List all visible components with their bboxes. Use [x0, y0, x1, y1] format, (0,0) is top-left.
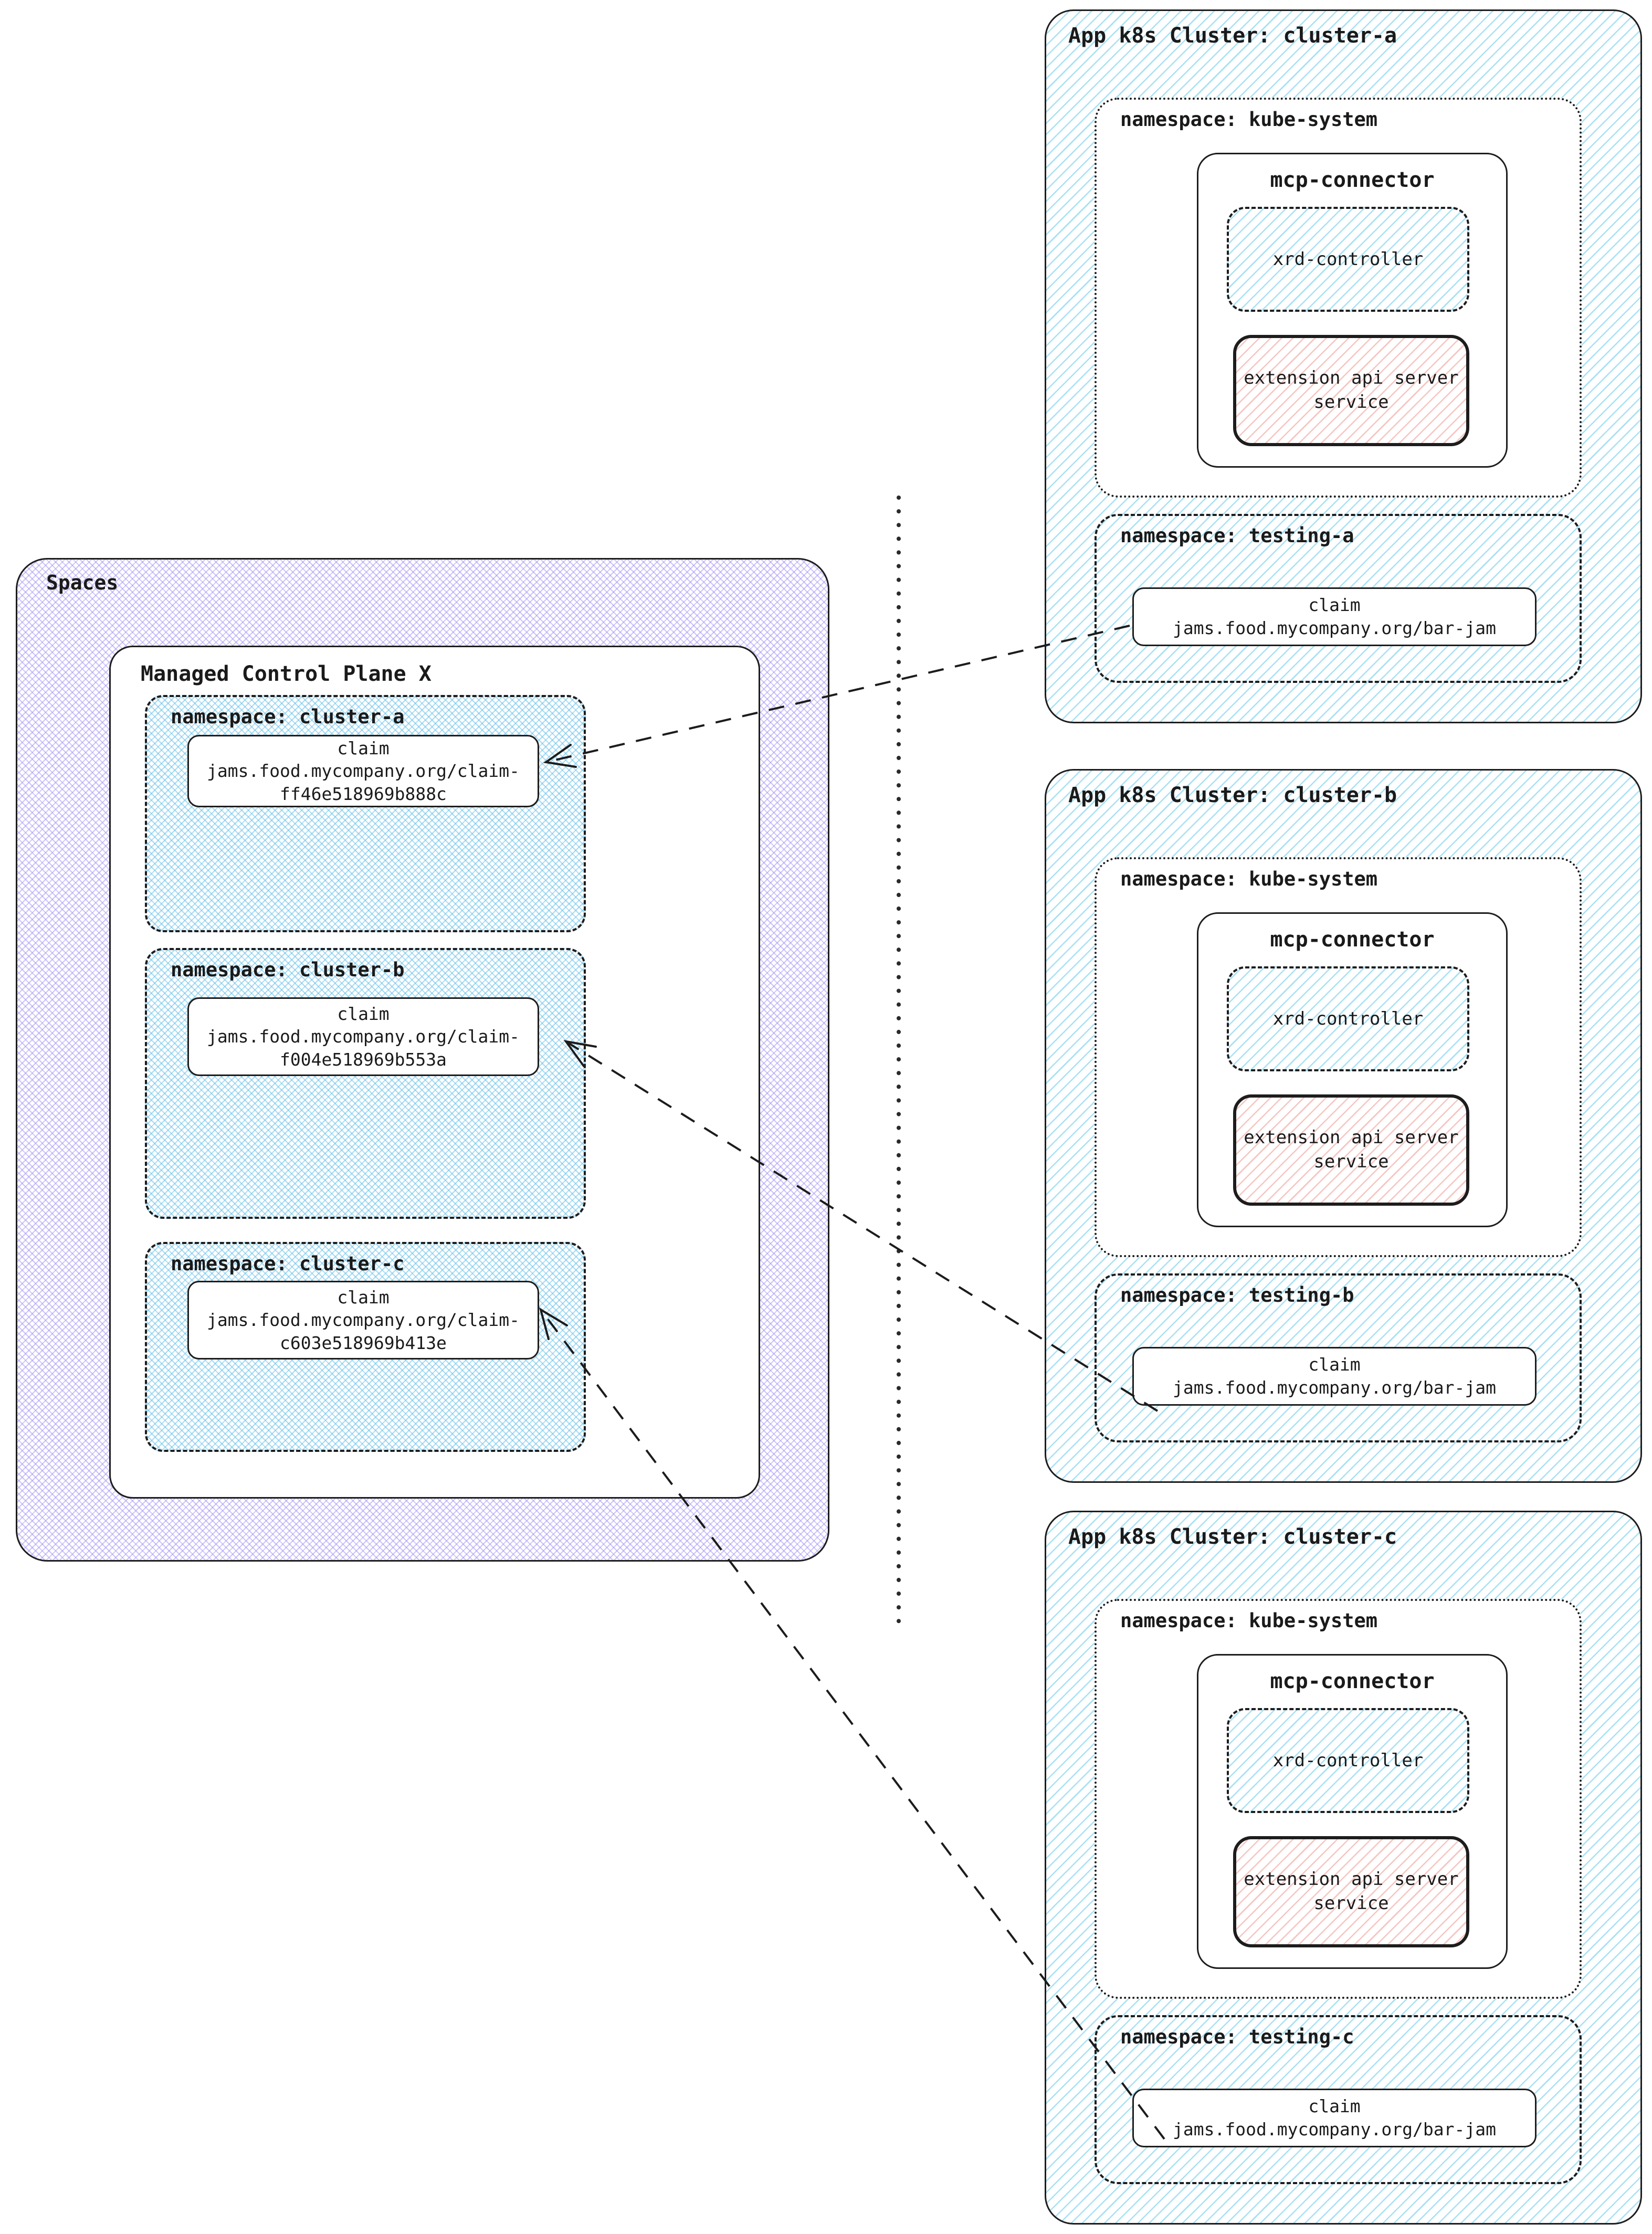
cluster-a-mcp-connector: mcp-connector xrd-controller extension a… — [1197, 153, 1508, 468]
cluster-c-title: App k8s Cluster: cluster-c — [1068, 1525, 1397, 1549]
claim-title: claim — [1308, 595, 1361, 616]
namespace-cluster-c-box: namespace: cluster-c claim jams.food.myc… — [145, 1242, 586, 1452]
cluster-c-claim-box: claim jams.food.mycompany.org/bar-jam — [1132, 2089, 1537, 2147]
cluster-b-xrd-controller: xrd-controller — [1227, 966, 1469, 1071]
managed-control-plane-title: Managed Control Plane X — [141, 662, 432, 686]
claim-box-cluster-c: claim jams.food.mycompany.org/claim- c60… — [187, 1281, 539, 1360]
claim-title: claim — [1308, 1354, 1361, 1375]
app-k8s-cluster-a: App k8s Cluster: cluster-a namespace: ku… — [1045, 9, 1642, 723]
testing-b-label: namespace: testing-b — [1120, 1284, 1354, 1306]
extension-label-line2: service — [1313, 1893, 1389, 1914]
cluster-b-title: App k8s Cluster: cluster-b — [1068, 783, 1397, 807]
kube-system-label: namespace: kube-system — [1120, 1609, 1378, 1632]
cluster-a-kube-system-namespace: namespace: kube-system mcp-connector xrd… — [1095, 98, 1582, 498]
mcp-connector-label: mcp-connector — [1270, 1669, 1435, 1693]
namespace-cluster-b-box: namespace: cluster-b claim jams.food.myc… — [145, 948, 586, 1219]
app-k8s-cluster-c: App k8s Cluster: cluster-c namespace: ku… — [1045, 1511, 1642, 2225]
kube-system-label: namespace: kube-system — [1120, 108, 1378, 131]
namespace-cluster-a-label: namespace: cluster-a — [171, 705, 405, 728]
cluster-b-mcp-connector: mcp-connector xrd-controller extension a… — [1197, 912, 1508, 1227]
claim-path: jams.food.mycompany.org/bar-jam — [1173, 2119, 1496, 2140]
cluster-c-testing-namespace: namespace: testing-c claim jams.food.myc… — [1095, 2015, 1582, 2184]
claim-path-line2: ff46e518969b888c — [280, 783, 447, 804]
mcp-connector-label: mcp-connector — [1270, 168, 1435, 192]
spaces-container: Spaces Managed Control Plane X namespace… — [16, 558, 829, 1562]
cluster-b-claim-box: claim jams.food.mycompany.org/bar-jam — [1132, 1347, 1537, 1406]
namespace-cluster-b-label: namespace: cluster-b — [171, 958, 405, 981]
claim-path-line1: jams.food.mycompany.org/claim- — [206, 1026, 520, 1047]
claim-title: claim — [337, 1003, 390, 1024]
claim-title: claim — [337, 737, 390, 758]
namespace-cluster-a-box: namespace: cluster-a claim jams.food.myc… — [145, 695, 586, 932]
app-k8s-cluster-b: App k8s Cluster: cluster-b namespace: ku… — [1045, 769, 1642, 1483]
extension-label-line2: service — [1313, 392, 1389, 413]
extension-label-line1: extension api server — [1244, 1869, 1459, 1890]
cluster-c-xrd-controller: xrd-controller — [1227, 1708, 1469, 1813]
cluster-b-kube-system-namespace: namespace: kube-system mcp-connector xrd… — [1095, 857, 1582, 1257]
testing-c-label: namespace: testing-c — [1120, 2026, 1354, 2048]
cluster-a-xrd-controller: xrd-controller — [1227, 207, 1469, 312]
extension-label-line1: extension api server — [1244, 1127, 1459, 1148]
namespace-cluster-c-label: namespace: cluster-c — [171, 1252, 405, 1275]
cluster-a-testing-namespace: namespace: testing-a claim jams.food.myc… — [1095, 514, 1582, 683]
cluster-c-extension-api-server-service: extension api server service — [1233, 1836, 1469, 1947]
claim-box-cluster-a: claim jams.food.mycompany.org/claim- ff4… — [187, 735, 539, 807]
claim-path-line2: f004e518969b553a — [280, 1049, 447, 1070]
cluster-a-extension-api-server-service: extension api server service — [1233, 335, 1469, 446]
claim-path-line1: jams.food.mycompany.org/claim- — [206, 1310, 520, 1331]
cluster-c-mcp-connector: mcp-connector xrd-controller extension a… — [1197, 1654, 1508, 1969]
extension-label-line2: service — [1313, 1151, 1389, 1172]
cluster-b-extension-api-server-service: extension api server service — [1233, 1094, 1469, 1206]
claim-path: jams.food.mycompany.org/bar-jam — [1173, 1377, 1496, 1398]
xrd-controller-label: xrd-controller — [1272, 1008, 1424, 1029]
extension-label-line1: extension api server — [1244, 367, 1459, 389]
claim-path: jams.food.mycompany.org/bar-jam — [1173, 618, 1496, 638]
cluster-c-kube-system-namespace: namespace: kube-system mcp-connector xrd… — [1095, 1599, 1582, 1999]
claim-path-line1: jams.food.mycompany.org/claim- — [206, 761, 520, 782]
xrd-controller-label: xrd-controller — [1272, 249, 1424, 270]
claim-path-line2: c603e518969b413e — [280, 1332, 447, 1353]
kube-system-label: namespace: kube-system — [1120, 868, 1378, 890]
xrd-controller-label: xrd-controller — [1272, 1750, 1424, 1771]
claim-box-cluster-b: claim jams.food.mycompany.org/claim- f00… — [187, 997, 539, 1076]
claim-title: claim — [1308, 2096, 1361, 2117]
spaces-title: Spaces — [46, 571, 119, 594]
cluster-a-title: App k8s Cluster: cluster-a — [1068, 24, 1397, 48]
cluster-a-claim-box: claim jams.food.mycompany.org/bar-jam — [1132, 587, 1537, 646]
mcp-connector-label: mcp-connector — [1270, 928, 1435, 952]
testing-a-label: namespace: testing-a — [1120, 524, 1354, 547]
managed-control-plane-box: Managed Control Plane X namespace: clust… — [109, 646, 760, 1499]
claim-title: claim — [337, 1287, 390, 1308]
cluster-b-testing-namespace: namespace: testing-b claim jams.food.myc… — [1095, 1273, 1582, 1442]
